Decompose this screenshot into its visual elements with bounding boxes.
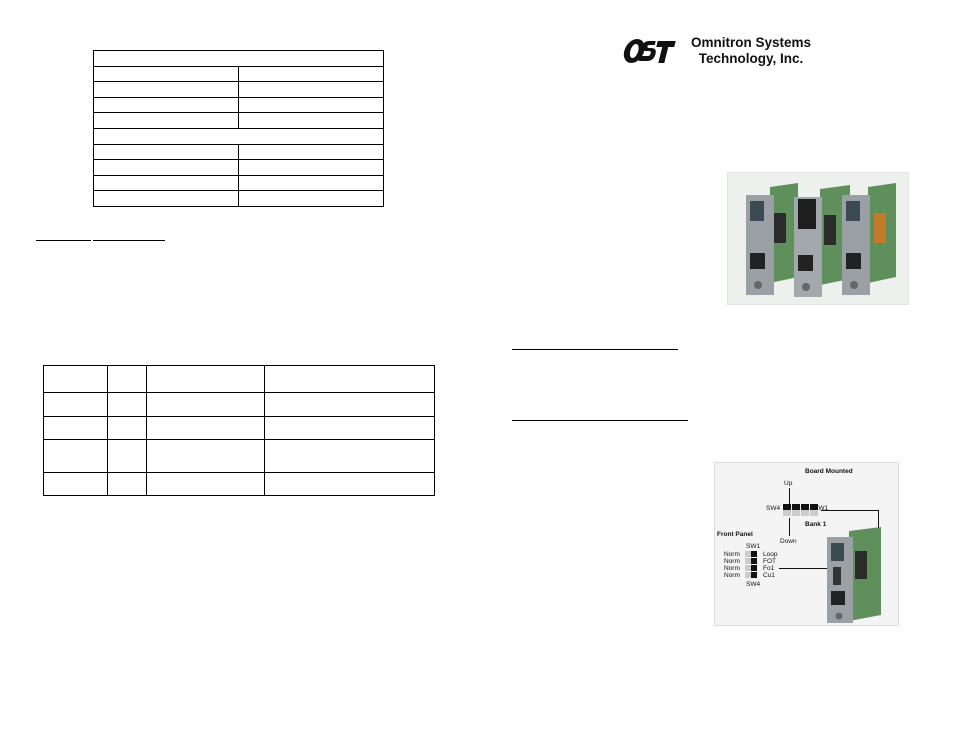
table-cell [238, 143, 384, 161]
table-cell [43, 439, 108, 473]
leader-line [779, 568, 847, 569]
specifications-table [93, 50, 384, 207]
sw1-label: SW1 [814, 505, 829, 512]
table-row [43, 472, 435, 496]
table-cell [238, 81, 384, 98]
front-panel-switch-rows: Norm Loop Norm FOT Norm Fo1 Norm Cu1 [715, 551, 795, 579]
table-cell [93, 127, 384, 145]
table-row [43, 416, 435, 440]
switch-row-right: Cu1 [763, 572, 775, 579]
sw4-front-label: SW4 [746, 581, 761, 588]
led-indicator-table [43, 365, 435, 496]
down-arrow-line [789, 518, 790, 536]
table-cell [93, 96, 239, 114]
table-cell [93, 65, 239, 83]
sw1-front-label: SW1 [746, 543, 761, 550]
table-cell [146, 472, 265, 496]
table-cell [43, 365, 108, 393]
table-cell [264, 439, 435, 473]
table-cell [146, 392, 265, 417]
board-switch-bank [783, 504, 819, 516]
table-cell [43, 472, 108, 496]
table-cell [93, 112, 239, 129]
media-converter-card-image [827, 527, 881, 623]
media-converter-card-image [794, 185, 850, 297]
table-cell [93, 143, 239, 161]
table-row [93, 174, 384, 192]
table-row [93, 96, 384, 114]
leader-line [878, 510, 879, 530]
table-cell [107, 416, 147, 440]
switch-row-left: Norm [724, 551, 740, 558]
up-arrow-line [789, 488, 790, 504]
media-converter-card-image [746, 183, 798, 295]
switch-row-left: Norm [724, 572, 740, 579]
table-cell [107, 439, 147, 473]
table-row [93, 159, 384, 176]
table-cell [146, 416, 265, 440]
table-row [43, 439, 435, 473]
table-cell [107, 365, 147, 393]
bank-label: Bank 1 [805, 521, 827, 528]
table-cell [238, 159, 384, 176]
table-cell [146, 365, 265, 393]
company-name-line1: Omnitron Systems [690, 35, 812, 50]
product-photo [727, 172, 909, 305]
section-heading-underline [93, 240, 165, 241]
company-name: Omnitron Systems Technology, Inc. [686, 35, 816, 67]
table-cell [238, 190, 384, 207]
table-row [93, 190, 384, 207]
table-cell [107, 472, 147, 496]
table-row [93, 81, 384, 98]
table-row [43, 392, 435, 417]
table-cell [107, 392, 147, 417]
switch-row-left: Norm [724, 558, 740, 565]
table-cell [238, 65, 384, 83]
table-cell [238, 174, 384, 192]
table-cell [264, 365, 435, 393]
table-cell [43, 416, 108, 440]
switch-row-left: Norm [724, 565, 740, 572]
table-cell [93, 81, 239, 98]
switch-row-right: Fo1 [763, 565, 775, 572]
table-cell [238, 112, 384, 129]
table-header-row [93, 50, 384, 67]
table-cell [93, 190, 239, 207]
table-header-row [43, 365, 435, 393]
ost-logo-icon [623, 39, 676, 63]
table-row [93, 143, 384, 161]
section-heading-underline [512, 349, 678, 350]
table-row [93, 65, 384, 83]
table-row [93, 112, 384, 129]
dip-switch-diagram: Board Mounted Up SW4 SW1 Bank 1 Down Fro… [714, 462, 899, 626]
section-heading-underline [36, 240, 91, 241]
down-label: Down [780, 538, 797, 545]
sw4-label: SW4 [766, 505, 781, 512]
table-cell [238, 96, 384, 114]
leader-line [821, 510, 879, 511]
table-cell [264, 416, 435, 440]
section-heading-underline [512, 420, 688, 421]
company-name-line2: Technology, Inc. [698, 51, 804, 66]
table-cell [264, 392, 435, 417]
table-cell [93, 174, 239, 192]
front-panel-label: Front Panel [717, 531, 753, 538]
up-label: Up [784, 480, 793, 487]
switch-row-right: Loop [763, 551, 778, 558]
media-converter-card-image [842, 183, 896, 295]
table-cell [264, 472, 435, 496]
table-cell [43, 392, 108, 417]
table-section-row [93, 127, 384, 145]
table-cell [93, 159, 239, 176]
table-cell [93, 50, 384, 67]
table-cell [146, 439, 265, 473]
diagram-title: Board Mounted [805, 468, 853, 475]
switch-row-right: FOT [763, 558, 776, 565]
